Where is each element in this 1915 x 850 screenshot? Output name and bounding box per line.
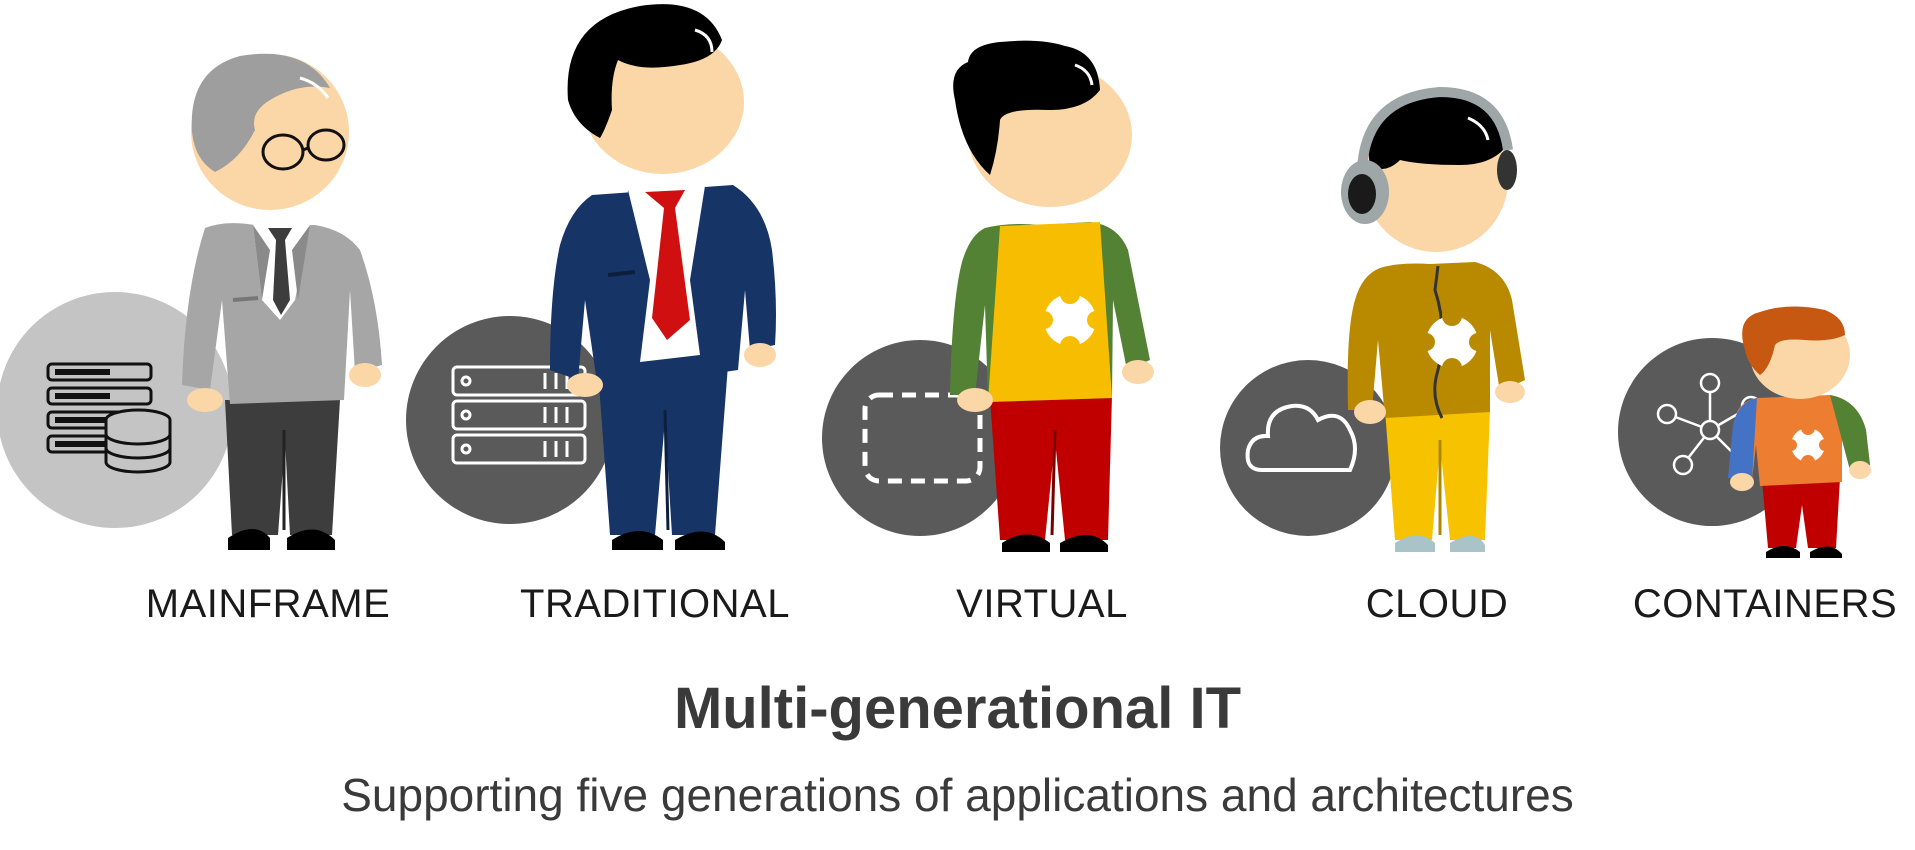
label-traditional: TRADITIONAL <box>520 582 790 626</box>
page-subtitle: Supporting five generations of applicati… <box>341 769 1574 821</box>
containers-group <box>1618 306 1871 558</box>
virtual-person <box>950 40 1154 552</box>
label-containers: CONTAINERS <box>1632 582 1898 626</box>
label-cloud: CLOUD <box>1365 582 1509 626</box>
containers-person <box>1728 306 1871 558</box>
mainframe-icon-circle <box>0 292 233 528</box>
mainframe-person <box>182 53 382 550</box>
mainframe-group <box>0 53 382 550</box>
cloud-person <box>1341 86 1525 552</box>
cloud-icon <box>1245 403 1357 472</box>
traditional-person <box>550 4 776 550</box>
traditional-icon-circle <box>406 316 614 524</box>
label-virtual: VIRTUAL <box>956 582 1128 626</box>
virtual-group <box>822 40 1154 552</box>
cloud-group <box>1220 86 1525 552</box>
page-title: Multi-generational IT <box>673 676 1242 741</box>
dashed-box-icon <box>862 392 983 484</box>
traditional-group <box>406 4 776 550</box>
label-mainframe: MAINFRAME <box>145 582 391 626</box>
server-database-icon <box>46 362 172 474</box>
